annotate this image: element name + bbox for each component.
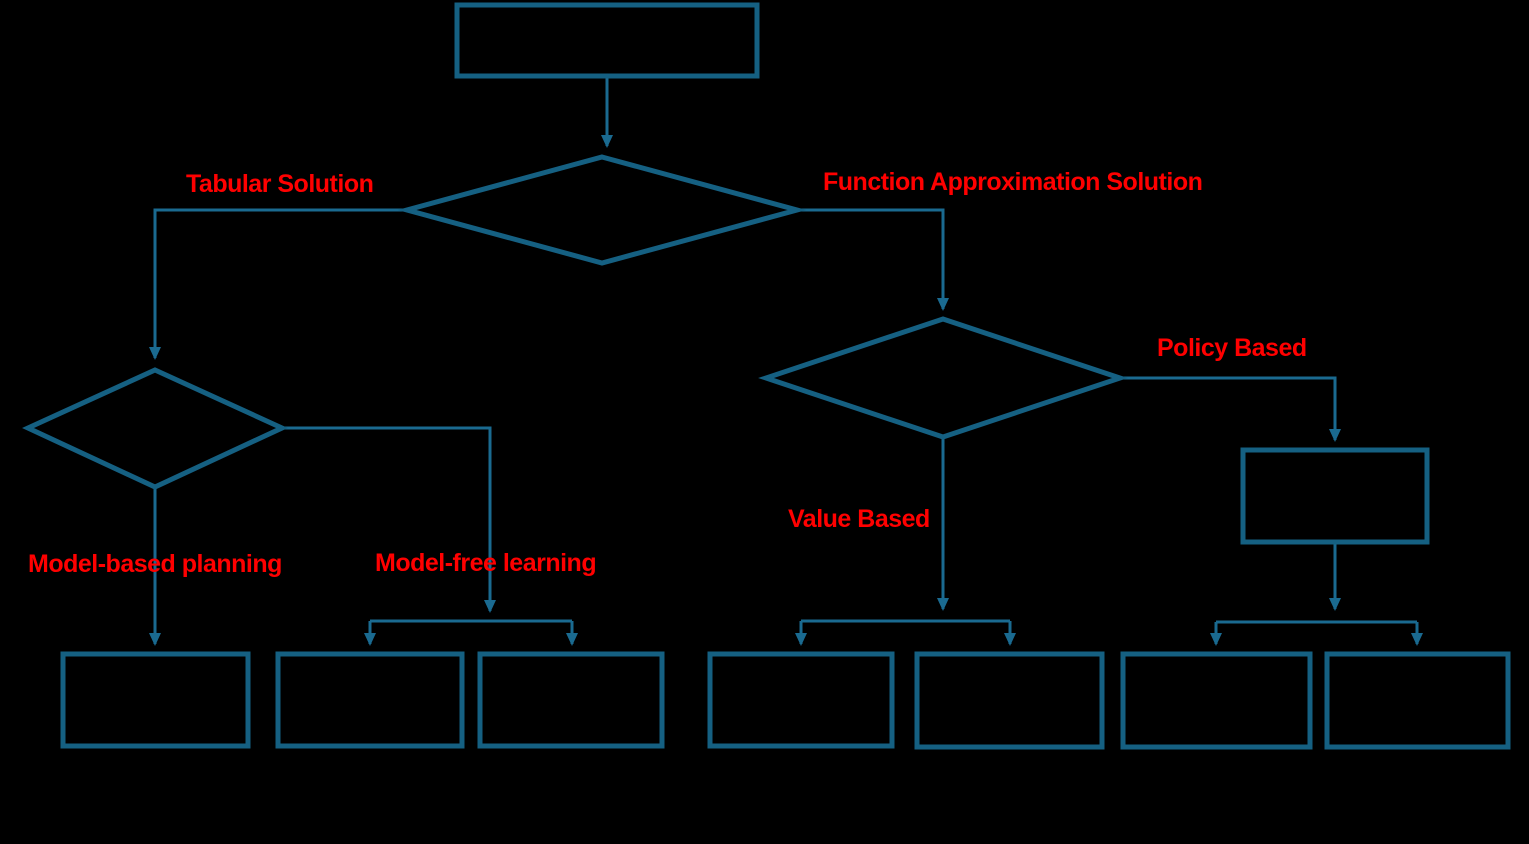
connector-tabular-to-modelfree-split (284, 426, 496, 613)
leaf-box-6 (1120, 651, 1313, 750)
edge-label-policy-based: Policy Based (1157, 334, 1307, 362)
edge-label-function-approximation-solution: Function Approximation Solution (823, 168, 1203, 196)
connector-main-to-approximation-decision (798, 208, 949, 311)
policy-box (1240, 447, 1430, 545)
approximation-decision-diamond (758, 316, 1128, 440)
leaf-box-1 (60, 651, 251, 749)
edge-label-model-free-learning: Model-free learning (375, 549, 597, 577)
connector-approximation-to-policy-box (1122, 376, 1341, 442)
edge-label-model-based-planning: Model-based planning (28, 550, 282, 578)
leaf-box-5 (914, 651, 1105, 750)
leaf-box-4 (707, 651, 895, 749)
leaf-box-7 (1324, 651, 1511, 750)
main-decision-diamond (397, 154, 807, 266)
leaf-box-3 (477, 651, 665, 749)
connector-main-to-tabular-decision (149, 208, 406, 360)
tabular-decision-diamond (22, 367, 288, 490)
root-box (454, 2, 760, 79)
leaf-box-2 (275, 651, 465, 749)
edge-label-value-based: Value Based (788, 505, 930, 533)
edge-label-tabular-solution: Tabular Solution (186, 170, 374, 198)
